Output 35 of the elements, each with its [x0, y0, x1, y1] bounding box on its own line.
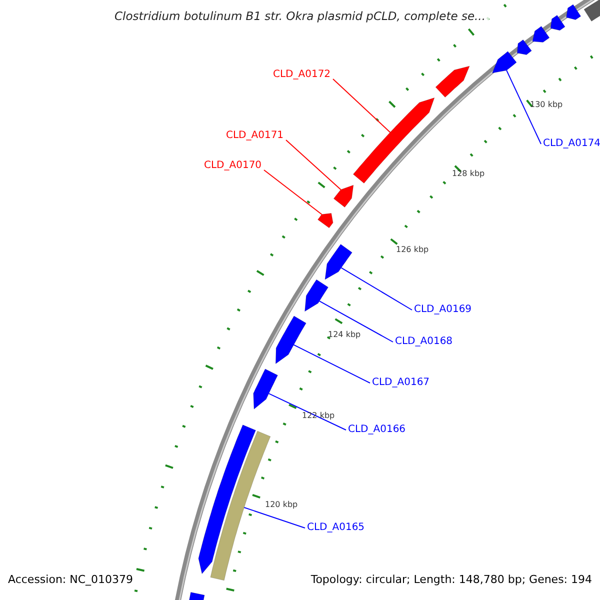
gene-feature	[275, 316, 306, 364]
leader-line	[318, 300, 394, 342]
gene-feature	[304, 279, 328, 312]
gene-label: CLD_A0168	[395, 336, 453, 348]
gene-label: CLD_A0170	[204, 160, 262, 172]
position-label: 130 kbp	[530, 100, 563, 110]
gene-label: CLD_A0166	[348, 424, 406, 436]
gene-label: CLD_A0171	[226, 130, 284, 142]
position-label: 120 kbp	[265, 500, 298, 510]
gene-feature	[318, 213, 334, 228]
gene-feature	[492, 51, 517, 74]
position-label: 124 kbp	[328, 330, 361, 340]
gene-feature	[333, 184, 354, 208]
footer-text: Topology: circular; Length: 148,780 bp; Genes: 194	[310, 572, 592, 588]
gene-feature	[324, 244, 352, 280]
position-label: 126 kbp	[396, 245, 429, 255]
gene-feature	[253, 368, 278, 410]
gene-label: CLD_A0174	[543, 138, 600, 150]
position-label: 122 kbp	[302, 411, 335, 421]
leader-line	[293, 344, 370, 384]
leader-line	[506, 70, 542, 144]
leader-line	[286, 140, 342, 190]
gene-label: CLD_A0167	[372, 377, 430, 389]
leader-line	[332, 78, 391, 133]
gene-feature	[352, 98, 435, 184]
gene-label: CLD_A0172	[273, 69, 331, 81]
footer-text: Accession: NC_010379	[8, 572, 134, 588]
gene-label: CLD_A0169	[414, 304, 472, 316]
leader-line	[268, 393, 346, 430]
position-label: 128 kbp	[452, 169, 485, 179]
gene-label: CLD_A0165	[307, 522, 365, 534]
gene-feature	[198, 424, 256, 574]
leader-line	[244, 506, 306, 528]
leader-line	[340, 267, 412, 310]
leader-line	[264, 170, 322, 215]
